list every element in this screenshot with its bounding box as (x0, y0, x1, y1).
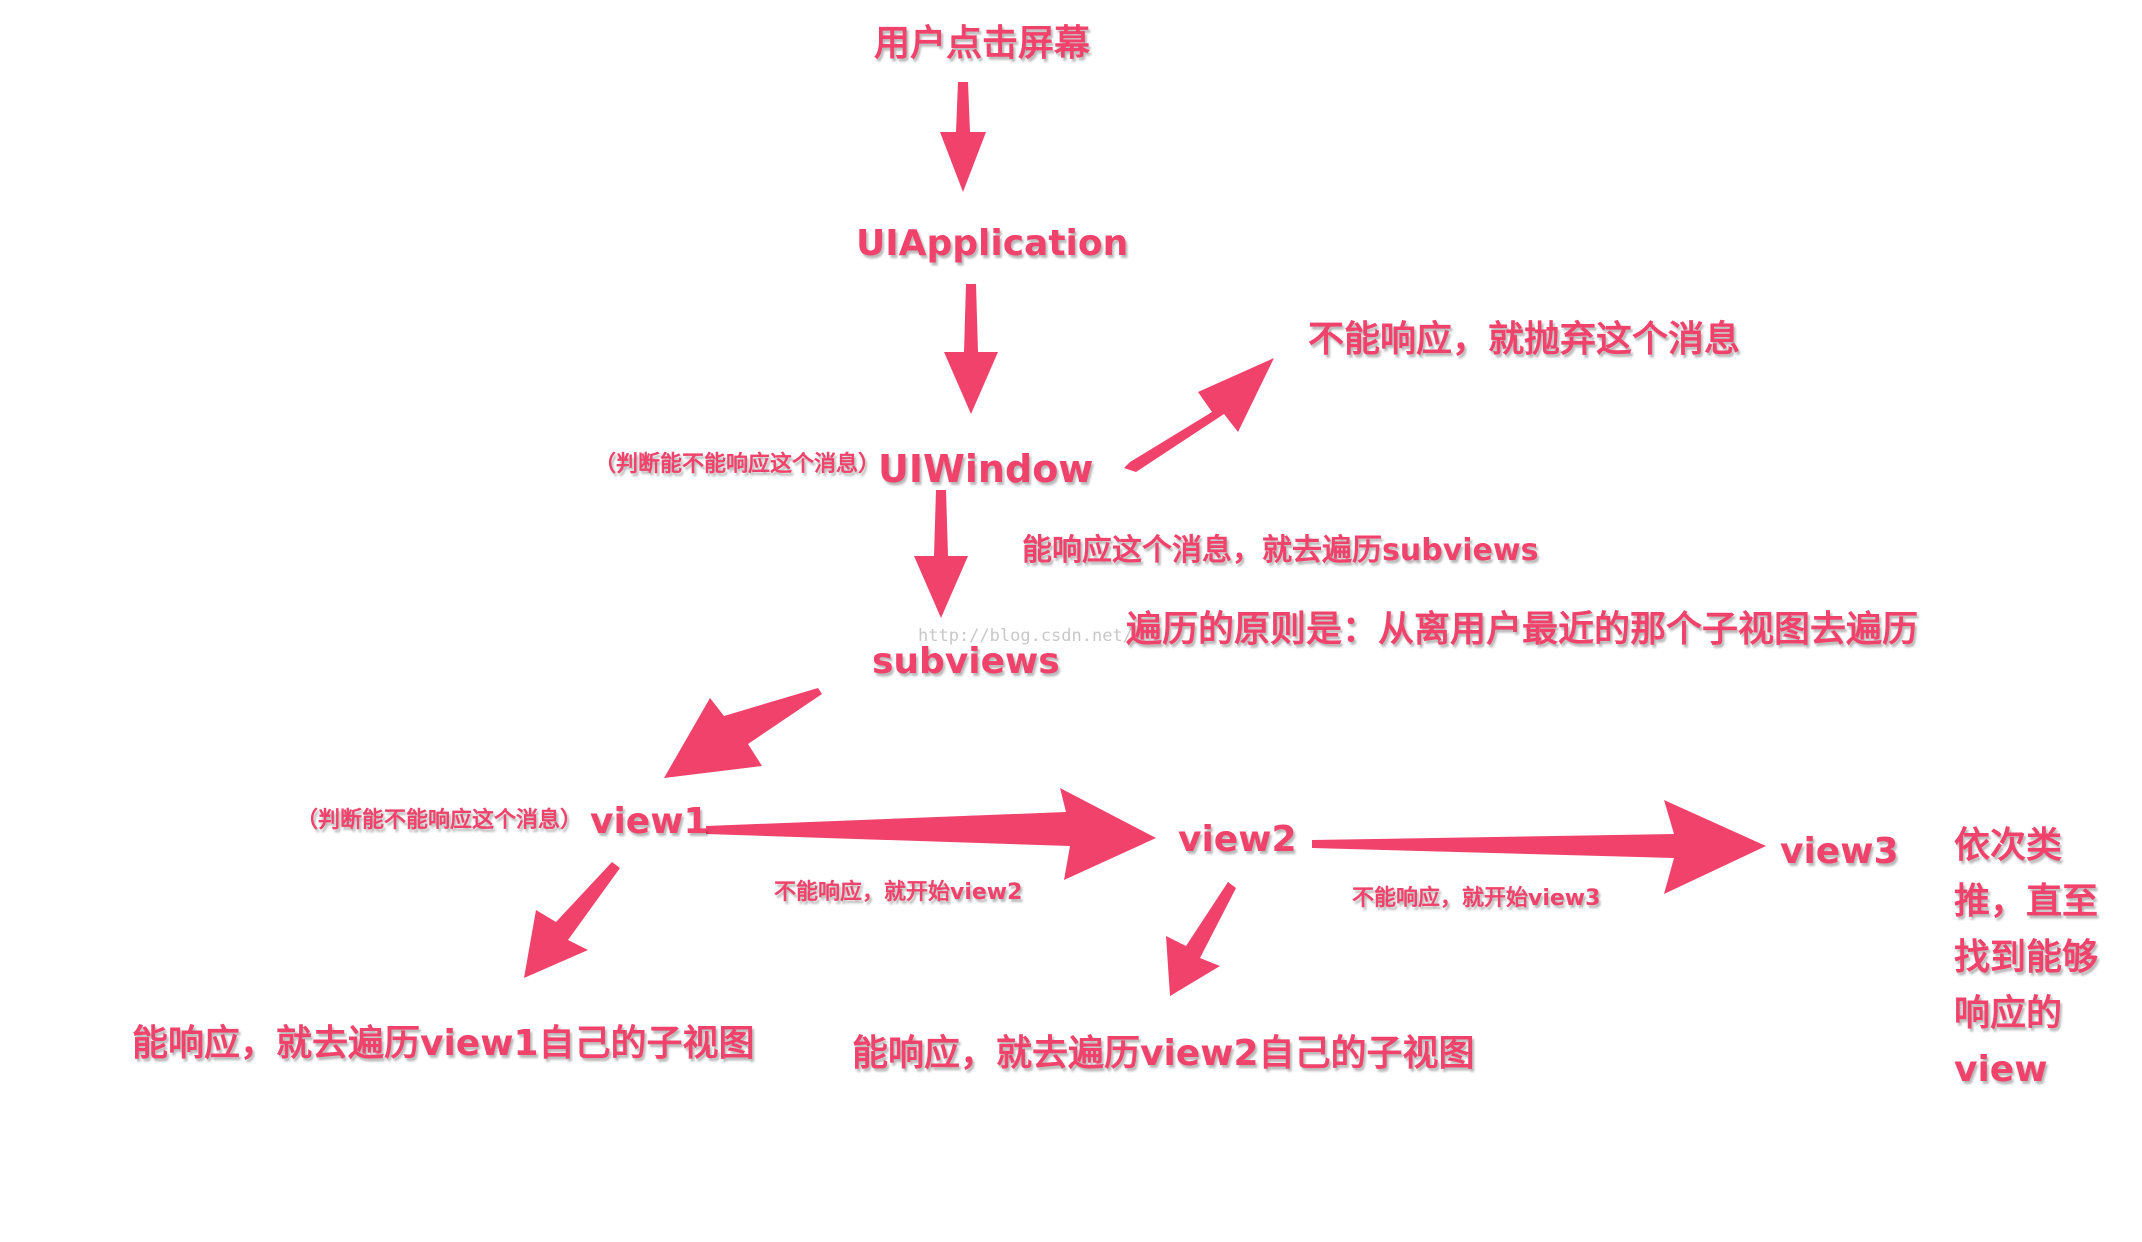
node-ui-application: UIApplication (856, 223, 1129, 264)
arrow-tap-to-application (940, 82, 986, 192)
side-note-line: view (1954, 1049, 2048, 1090)
node-view3: view3 (1780, 831, 1899, 872)
arrow-application-to-window (944, 284, 998, 414)
annotation-traverse-rule: 遍历的原则是：从离用户最近的那个子视图去遍历 (1126, 609, 1919, 650)
side-note-line: 依次类 (1954, 825, 2063, 866)
annotation-start-view2: 不能响应，就开始view2 (774, 880, 1023, 905)
annotation-traverse-subviews: 能响应这个消息，就去遍历subviews (1022, 533, 1539, 568)
side-note-line: 响应的 (1954, 993, 2063, 1034)
annotation-side-note: 依次类 推，直至 找到能够 响应的 view (1954, 818, 2098, 1098)
arrow-subviews-to-view1 (664, 688, 822, 778)
annotation-window-check: （判断能不能响应这个消息） (594, 452, 881, 477)
arrow-window-to-subviews (914, 490, 968, 618)
arrow-view1-to-view2 (706, 788, 1156, 880)
annotation-start-view3: 不能响应，就开始view3 (1352, 886, 1601, 911)
node-view2: view2 (1178, 819, 1297, 860)
annotation-discard: 不能响应，就抛弃这个消息 (1308, 319, 1741, 360)
annotation-view2-children: 能响应，就去遍历view2自己的子视图 (852, 1033, 1475, 1074)
arrow-view1-to-children (524, 862, 620, 978)
annotation-view1-check: （判断能不能响应这个消息） (296, 808, 583, 833)
node-ui-window: UIWindow (878, 447, 1094, 491)
annotation-view1-children: 能响应，就去遍历view1自己的子视图 (132, 1023, 755, 1064)
arrow-view2-to-view3 (1312, 800, 1766, 894)
arrow-window-to-discard (1124, 358, 1274, 472)
arrow-view2-to-children (1166, 882, 1236, 996)
node-view1: view1 (590, 801, 709, 842)
node-user-tap: 用户点击屏幕 (874, 23, 1091, 64)
watermark: http://blog.csdn.net/ (918, 626, 1133, 646)
node-subviews: subviews (872, 641, 1060, 682)
side-note-line: 找到能够 (1954, 937, 2099, 978)
side-note-line: 推，直至 (1954, 881, 2099, 922)
